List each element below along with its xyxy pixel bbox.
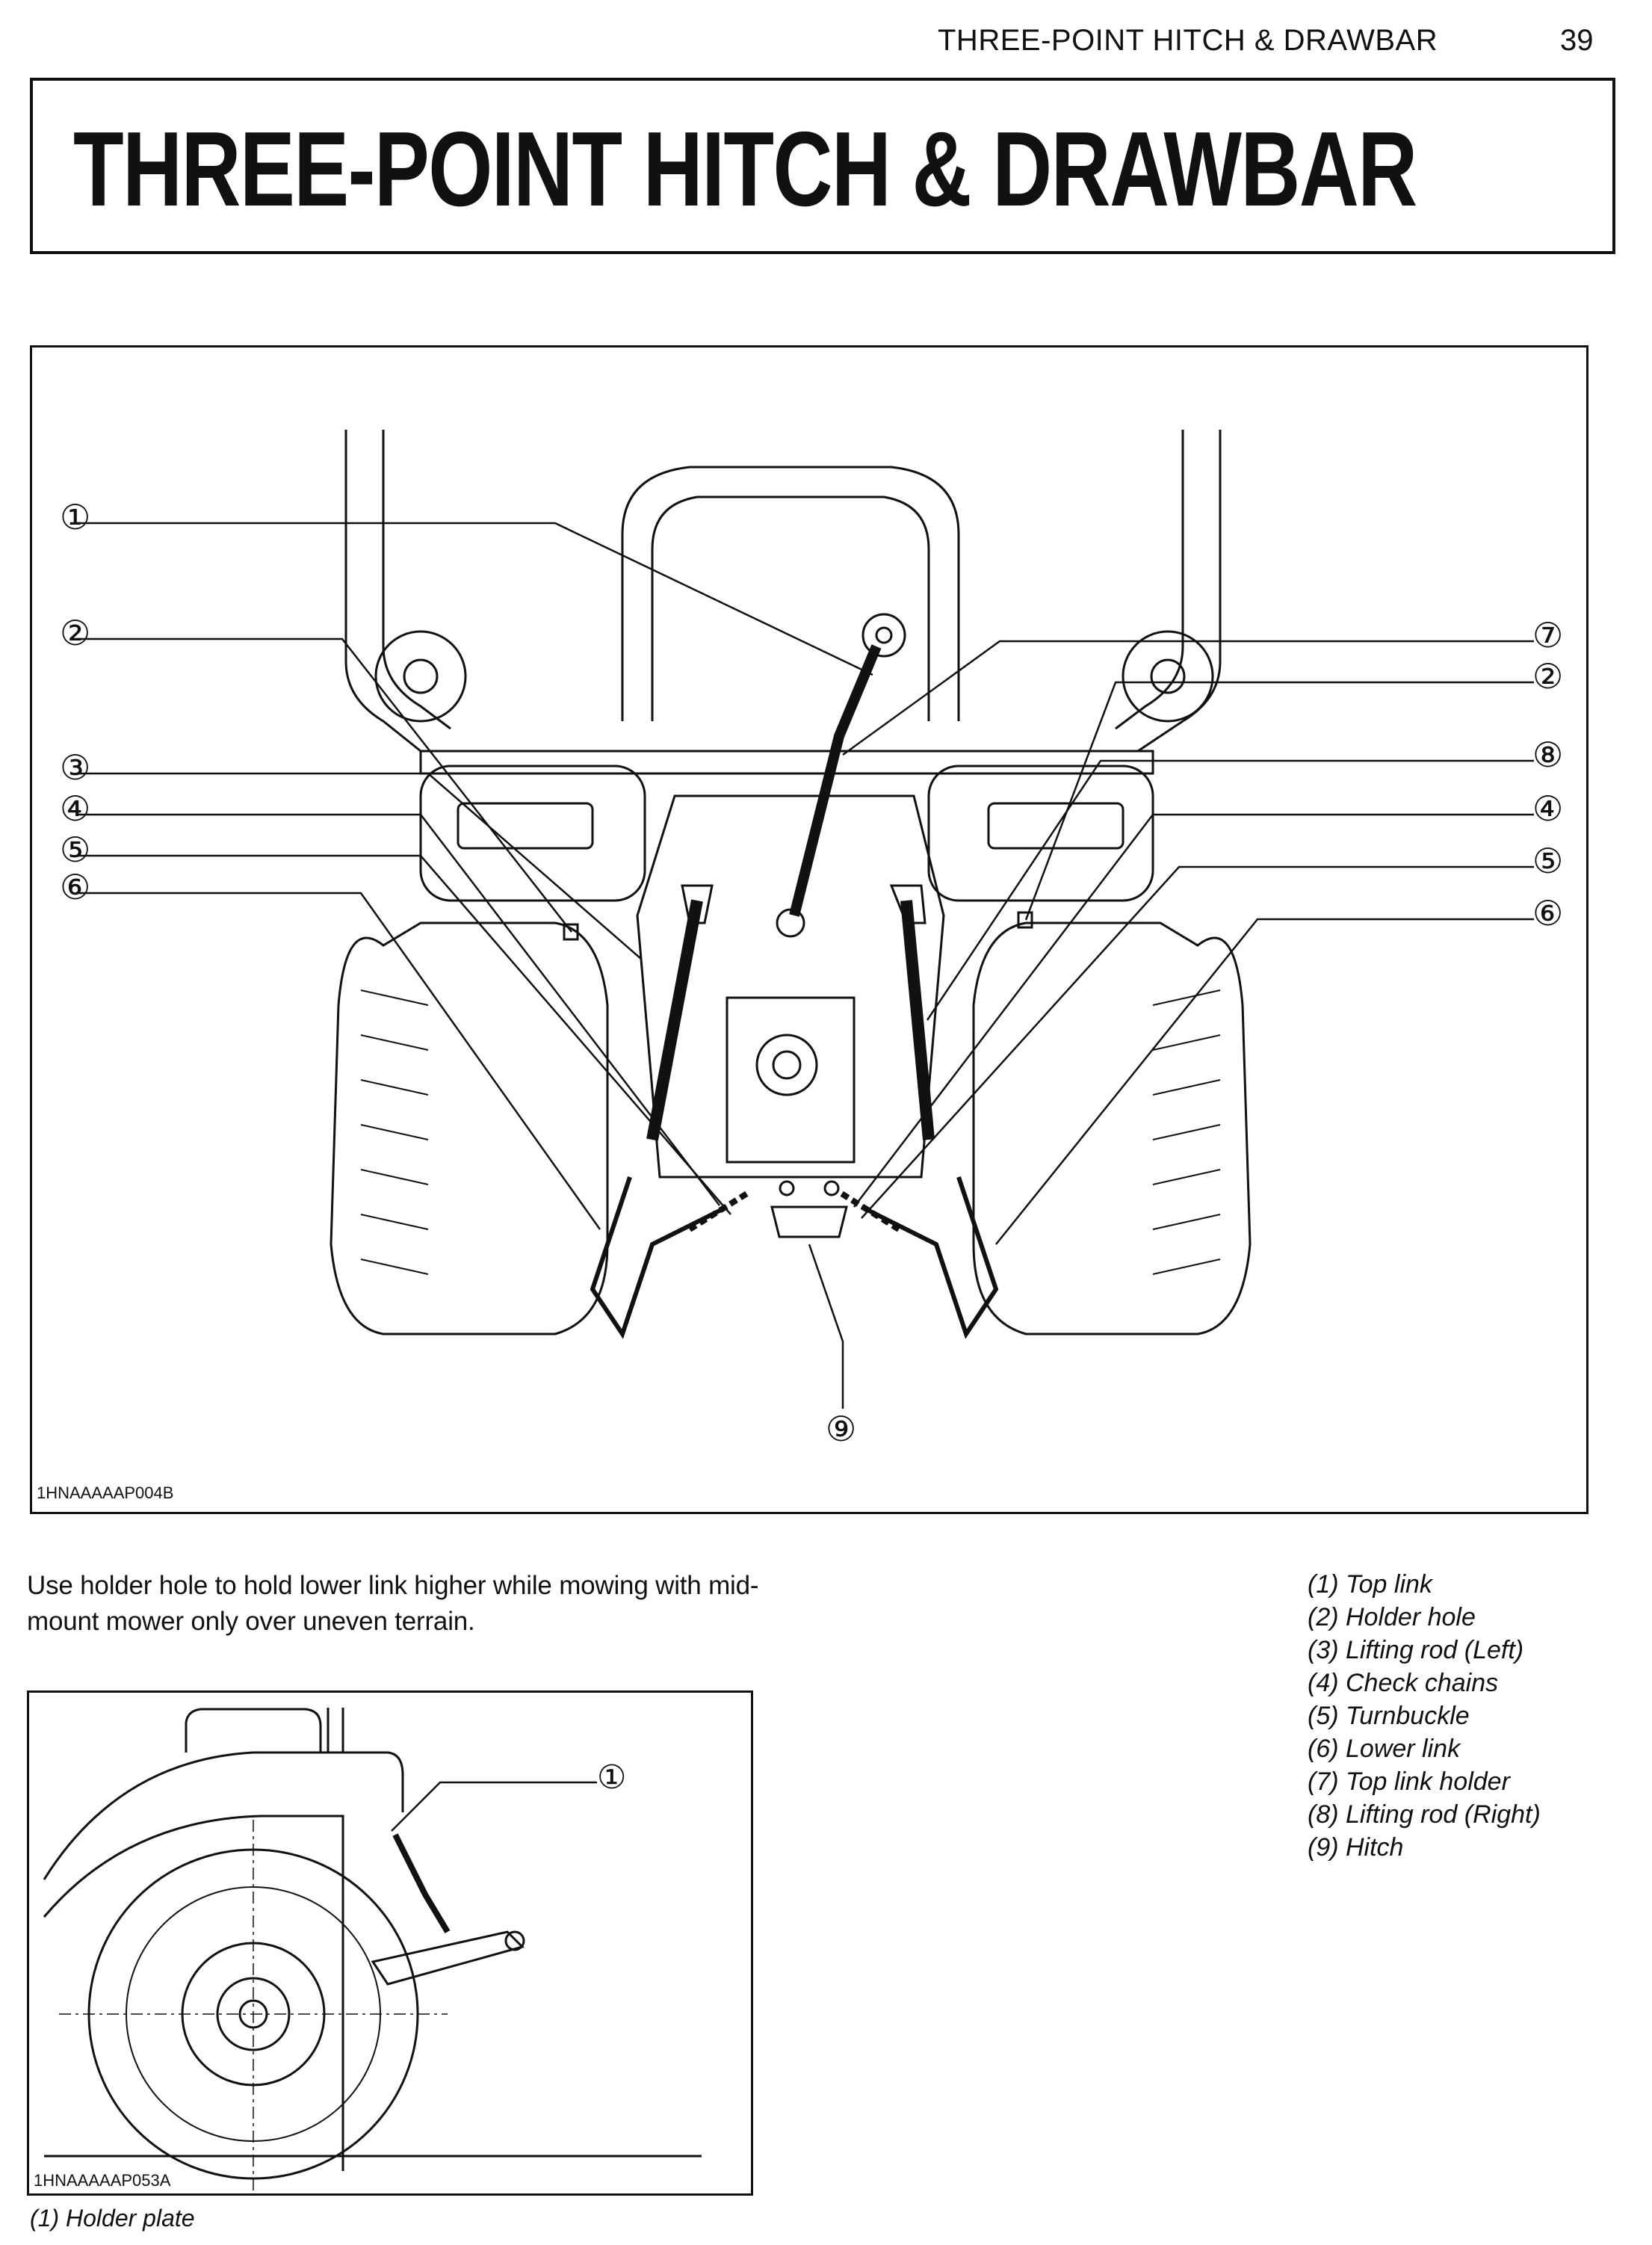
legend-item: (8) Lifting rod (Right): [1308, 1800, 1541, 1829]
page-number: 39: [1560, 24, 1594, 57]
legend-item: (6) Lower link: [1308, 1735, 1461, 1763]
callout-1-top-link: ①: [60, 498, 91, 537]
figure-code: 1HNAAAAAP053A: [34, 2171, 171, 2190]
callout-6-lower-link-left: ⑥: [60, 868, 91, 907]
legend-item: (4) Check chains: [1308, 1669, 1499, 1697]
callout-1-holder-plate: ①: [597, 1759, 627, 1796]
holder-plate-side-view-figure: ① 1HNAAAAAP053A: [27, 1690, 753, 2208]
callout-3-lifting-rod-left: ③: [60, 748, 91, 787]
legend-item: (1) Top link: [1308, 1570, 1432, 1599]
callout-2-holder-hole-right: ②: [1532, 657, 1564, 696]
callout-8-lifting-rod-right: ⑧: [1532, 735, 1564, 774]
legend-item: (5) Turnbuckle: [1308, 1702, 1470, 1730]
hitch-rear-view-figure: ① ② ③ ④ ⑤ ⑥ ⑦ ② ⑧ ④ ⑤ ⑥ ⑨ 1HNAAAAAP004B: [30, 345, 1588, 1514]
callout-7-top-link-holder: ⑦: [1532, 616, 1564, 655]
legend-item: (7) Top link holder: [1308, 1767, 1510, 1796]
running-head: THREE-POINT HITCH & DRAWBAR: [938, 24, 1438, 57]
callout-4-check-chains-left: ④: [60, 789, 91, 828]
figure-caption: (1) Holder plate: [30, 2205, 195, 2232]
parts-legend: (1) Top link (2) Holder hole (3) Lifting…: [1308, 1568, 1541, 1864]
callout-5-turnbuckle-right: ⑤: [1532, 842, 1564, 880]
tractor-rear-illustration: [77, 430, 1534, 1409]
legend-item: (3) Lifting rod (Left): [1308, 1636, 1524, 1664]
holder-plate-illustration: [43, 1708, 702, 2208]
legend-item: (2) Holder hole: [1308, 1603, 1476, 1631]
figure-code: 1HNAAAAAP004B: [37, 1483, 174, 1502]
callout-6-lower-link-right: ⑥: [1532, 894, 1564, 933]
title-box: THREE-POINT HITCH & DRAWBAR: [30, 78, 1615, 254]
callout-5-turnbuckle-left: ⑤: [60, 830, 91, 869]
instruction-text: Use holder hole to hold lower link highe…: [27, 1571, 759, 1636]
callout-9-hitch: ⑨: [826, 1409, 857, 1448]
callout-2-holder-hole-left: ②: [60, 614, 91, 652]
callout-4-check-chains-right: ④: [1532, 789, 1564, 828]
page-title: THREE-POINT HITCH & DRAWBAR: [73, 110, 1417, 229]
legend-item: (9) Hitch: [1308, 1833, 1404, 1862]
